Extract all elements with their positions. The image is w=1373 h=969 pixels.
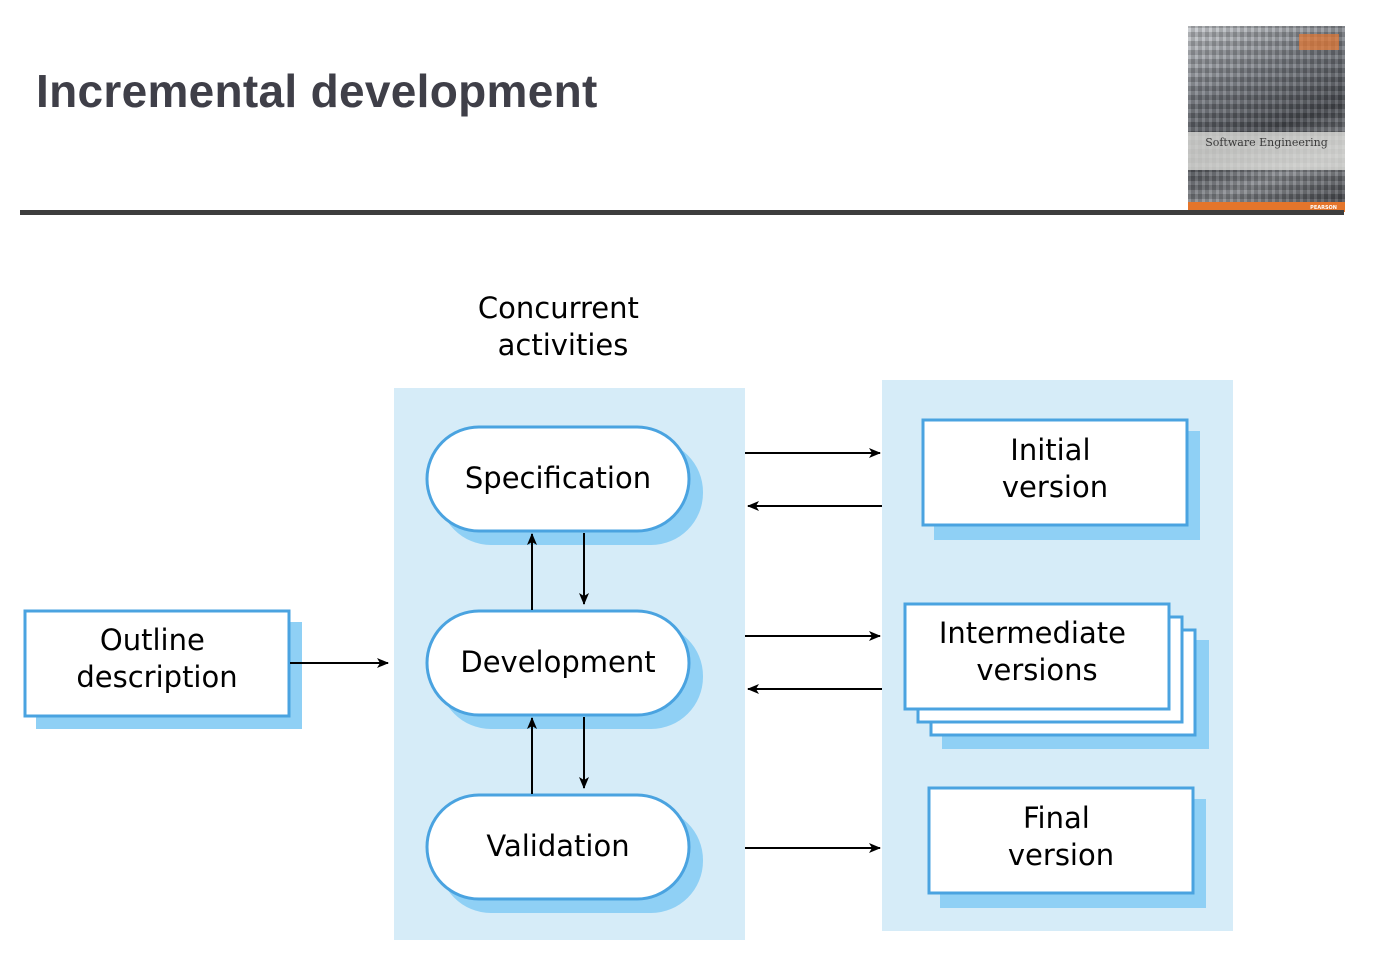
- book-publisher: PEARSON: [1310, 205, 1337, 211]
- svg-text:Validation: Validation: [486, 829, 629, 863]
- edition-badge: [1299, 34, 1339, 50]
- intermediate-versions-box: Intermediate versions: [903, 602, 1209, 749]
- svg-text:Intermediate versions: Intermediate versions: [939, 616, 1135, 687]
- outline-description-box: Outline description: [23, 609, 302, 729]
- svg-text:Outline description: Outline description: [76, 623, 237, 694]
- svg-text:Final version: Final version: [1008, 801, 1114, 872]
- title-divider: [20, 210, 1344, 215]
- initial-version-box: Initial version: [921, 418, 1200, 540]
- development-activity: Development: [425, 609, 703, 729]
- svg-text:Specification: Specification: [465, 461, 651, 495]
- book-title: Software Engineering: [1205, 136, 1328, 149]
- validation-activity: Validation: [425, 793, 703, 913]
- concurrent-activities-label: Concurrent activities: [478, 291, 648, 362]
- specification-activity: Specification: [425, 425, 703, 545]
- final-version-box: Final version: [927, 786, 1206, 908]
- slide-title: Incremental development: [36, 65, 598, 117]
- book-footer-band: [1188, 202, 1345, 212]
- svg-text:Initial version: Initial version: [1002, 433, 1108, 504]
- book-cover-image: Software Engineering PEARSON: [1188, 26, 1345, 212]
- svg-text:Development: Development: [460, 645, 655, 679]
